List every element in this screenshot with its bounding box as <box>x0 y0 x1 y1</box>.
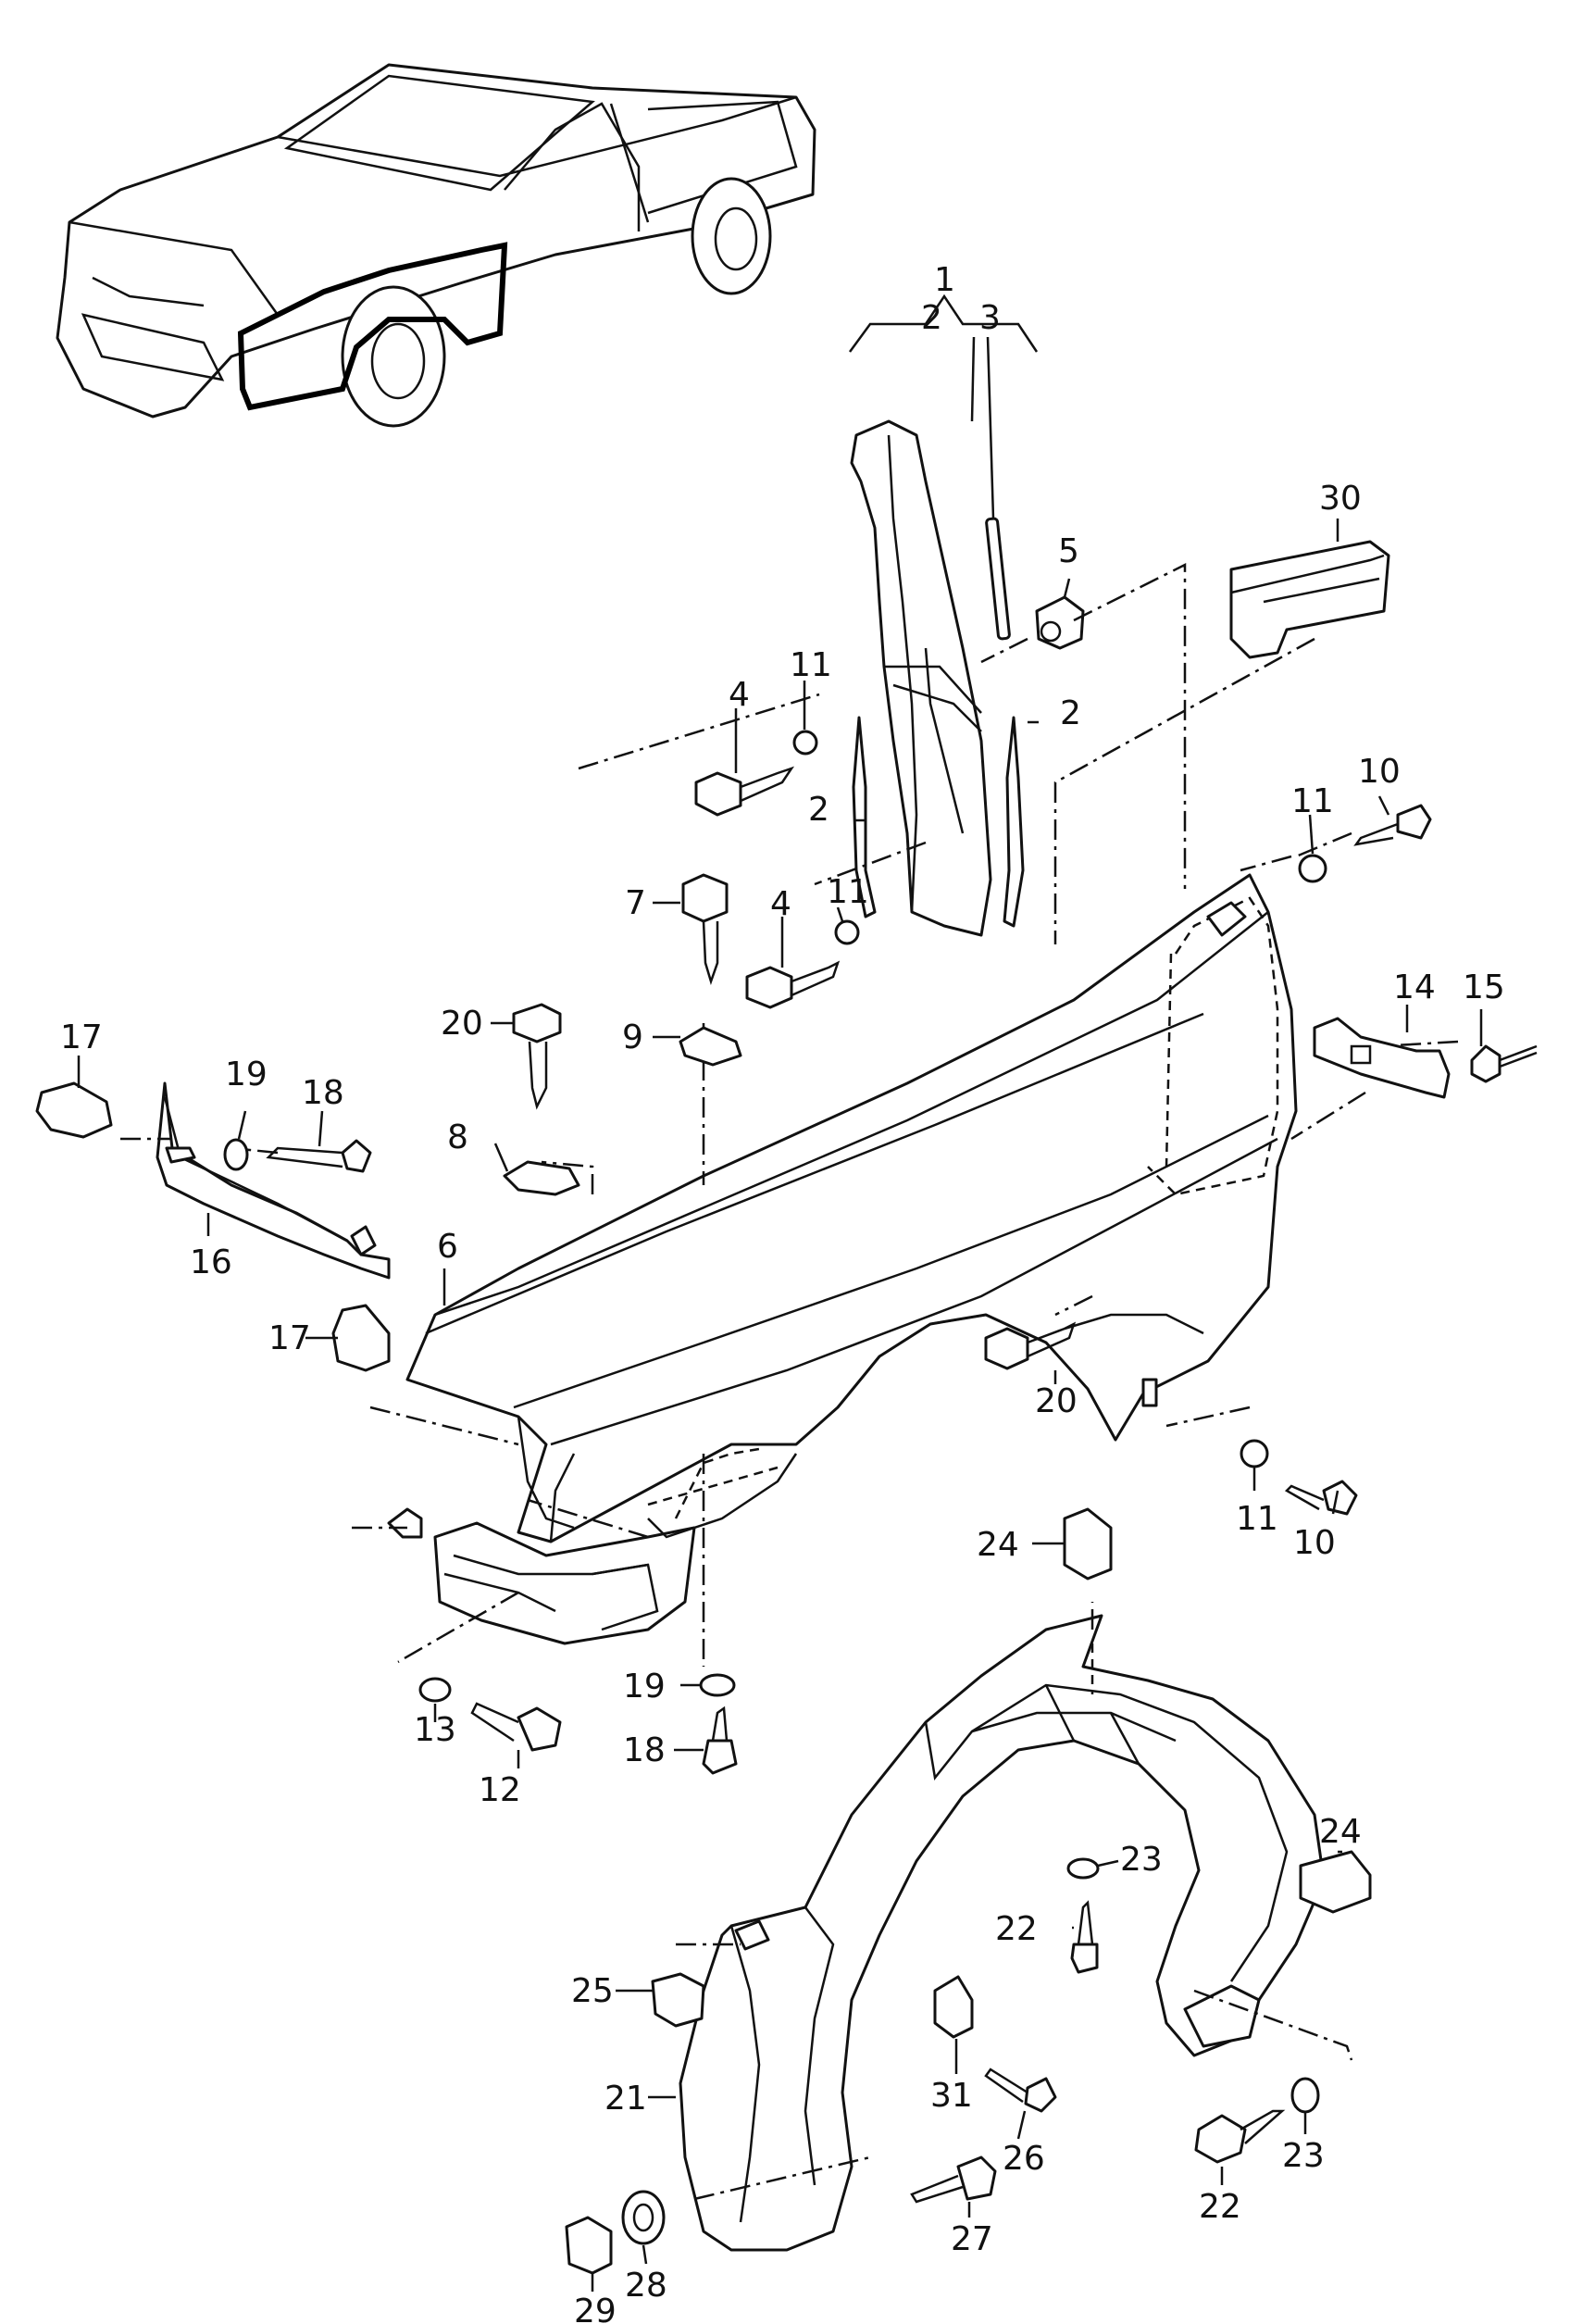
callout-4: 4 <box>770 885 791 923</box>
callout-6: 6 <box>437 1228 458 1266</box>
fasteners <box>35 730 1432 1775</box>
dash-lines <box>369 693 1459 1446</box>
bracket-14 <box>1313 1017 1538 1099</box>
callout-22: 22 <box>1199 2188 1241 2226</box>
car-overview <box>56 63 816 428</box>
callout-18: 18 <box>623 1731 666 1769</box>
liner-fasteners <box>565 1507 1372 2275</box>
mounting-bracket-assembly <box>848 294 1039 937</box>
callout-11: 11 <box>827 873 869 911</box>
callout-labels: 1 2 3 5 30 11 4 2 2 11 10 11 4 7 14 15 2… <box>60 261 1505 2324</box>
callout-26: 26 <box>1003 2140 1045 2178</box>
callout-31: 31 <box>930 2077 973 2115</box>
callout-14: 14 <box>1393 968 1436 1006</box>
callout-18: 18 <box>302 1074 344 1112</box>
callout-16: 16 <box>190 1243 232 1281</box>
callout-24: 24 <box>977 1526 1019 1564</box>
callout-20: 20 <box>441 1005 483 1043</box>
clip-5 <box>980 562 1187 889</box>
callout-22: 22 <box>995 1910 1038 1948</box>
callout-23: 23 <box>1120 1841 1163 1879</box>
callout-1: 1 <box>934 261 955 299</box>
callout-leaders <box>77 681 1483 2292</box>
callout-20: 20 <box>1035 1382 1078 1420</box>
callout-3: 3 <box>979 299 1001 337</box>
sealing-strip-30 <box>1053 519 1390 944</box>
callout-9: 9 <box>622 1018 643 1056</box>
callout-2: 2 <box>808 791 829 829</box>
callout-28: 28 <box>625 2267 667 2305</box>
callout-10: 10 <box>1293 1524 1336 1562</box>
callout-17: 17 <box>60 1018 103 1056</box>
fender-6 <box>405 873 1298 1543</box>
wheel-housing-liner-21 <box>676 1602 1353 2252</box>
callout-13: 13 <box>414 1711 456 1749</box>
callout-11: 11 <box>790 646 832 684</box>
callout-7: 7 <box>625 884 646 922</box>
callout-23: 23 <box>1282 2137 1325 2175</box>
callout-21: 21 <box>604 2080 647 2118</box>
callout-25: 25 <box>571 1972 614 2010</box>
callout-12: 12 <box>479 1771 521 1809</box>
callout-30: 30 <box>1319 480 1362 518</box>
callout-11: 11 <box>1236 1500 1278 1538</box>
callout-2: 2 <box>921 299 942 337</box>
lower-bracket <box>352 1447 798 1667</box>
callout-17: 17 <box>268 1319 311 1357</box>
callout-8: 8 <box>447 1118 468 1156</box>
callout-24: 24 <box>1319 1813 1362 1851</box>
callout-27: 27 <box>951 2220 993 2258</box>
callout-11: 11 <box>1291 782 1334 820</box>
callout-19: 19 <box>623 1668 666 1706</box>
callout-2: 2 <box>1060 694 1081 732</box>
callout-4: 4 <box>729 676 750 714</box>
callout-15: 15 <box>1463 968 1505 1006</box>
callout-10: 10 <box>1358 753 1401 791</box>
callout-29: 29 <box>574 2293 617 2324</box>
callout-5: 5 <box>1058 532 1079 570</box>
callout-19: 19 <box>225 1056 268 1093</box>
bracket-16 <box>120 1081 391 1280</box>
